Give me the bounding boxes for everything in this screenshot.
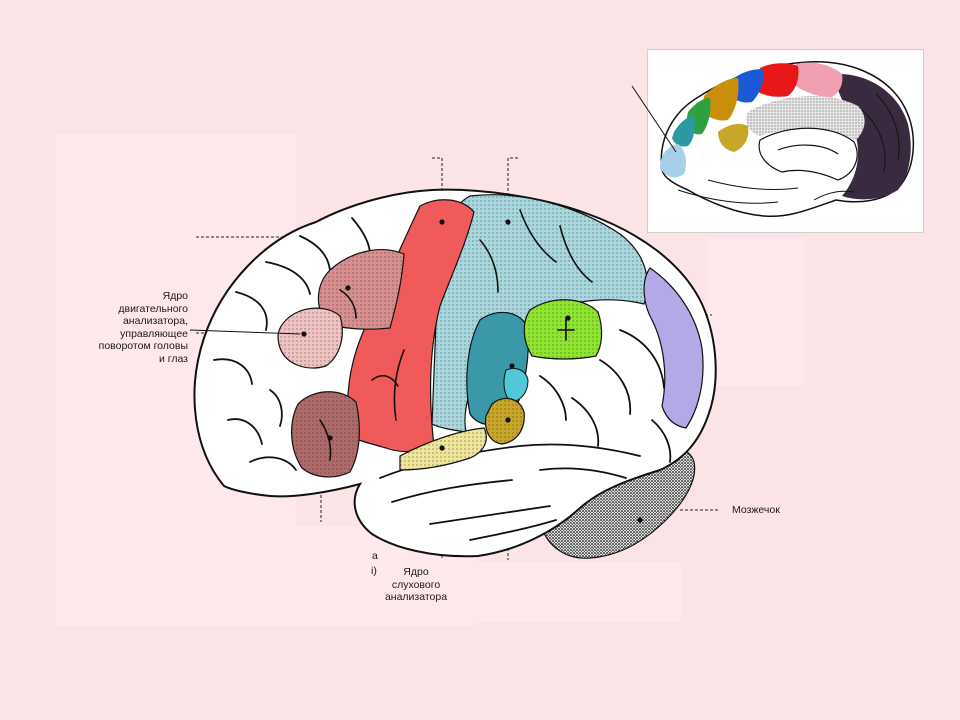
label-motor-nucleus: Ядро двигательного анализатора, управляю… — [98, 290, 188, 365]
label-auditory-nucleus: Ядро слухового анализатора — [384, 566, 448, 603]
area-cyan — [503, 367, 529, 403]
area-occipital — [643, 267, 704, 429]
nucleus-markers — [301, 219, 643, 523]
medial-brain-inset — [647, 49, 924, 233]
medial-brain-svg — [660, 61, 914, 218]
label-cerebellum: Мозжечок — [732, 504, 780, 516]
background-panel — [708, 238, 804, 386]
label-fragment-a: а — [372, 550, 378, 562]
background-panel — [476, 562, 681, 622]
label-fragment-b: і) — [371, 565, 377, 577]
